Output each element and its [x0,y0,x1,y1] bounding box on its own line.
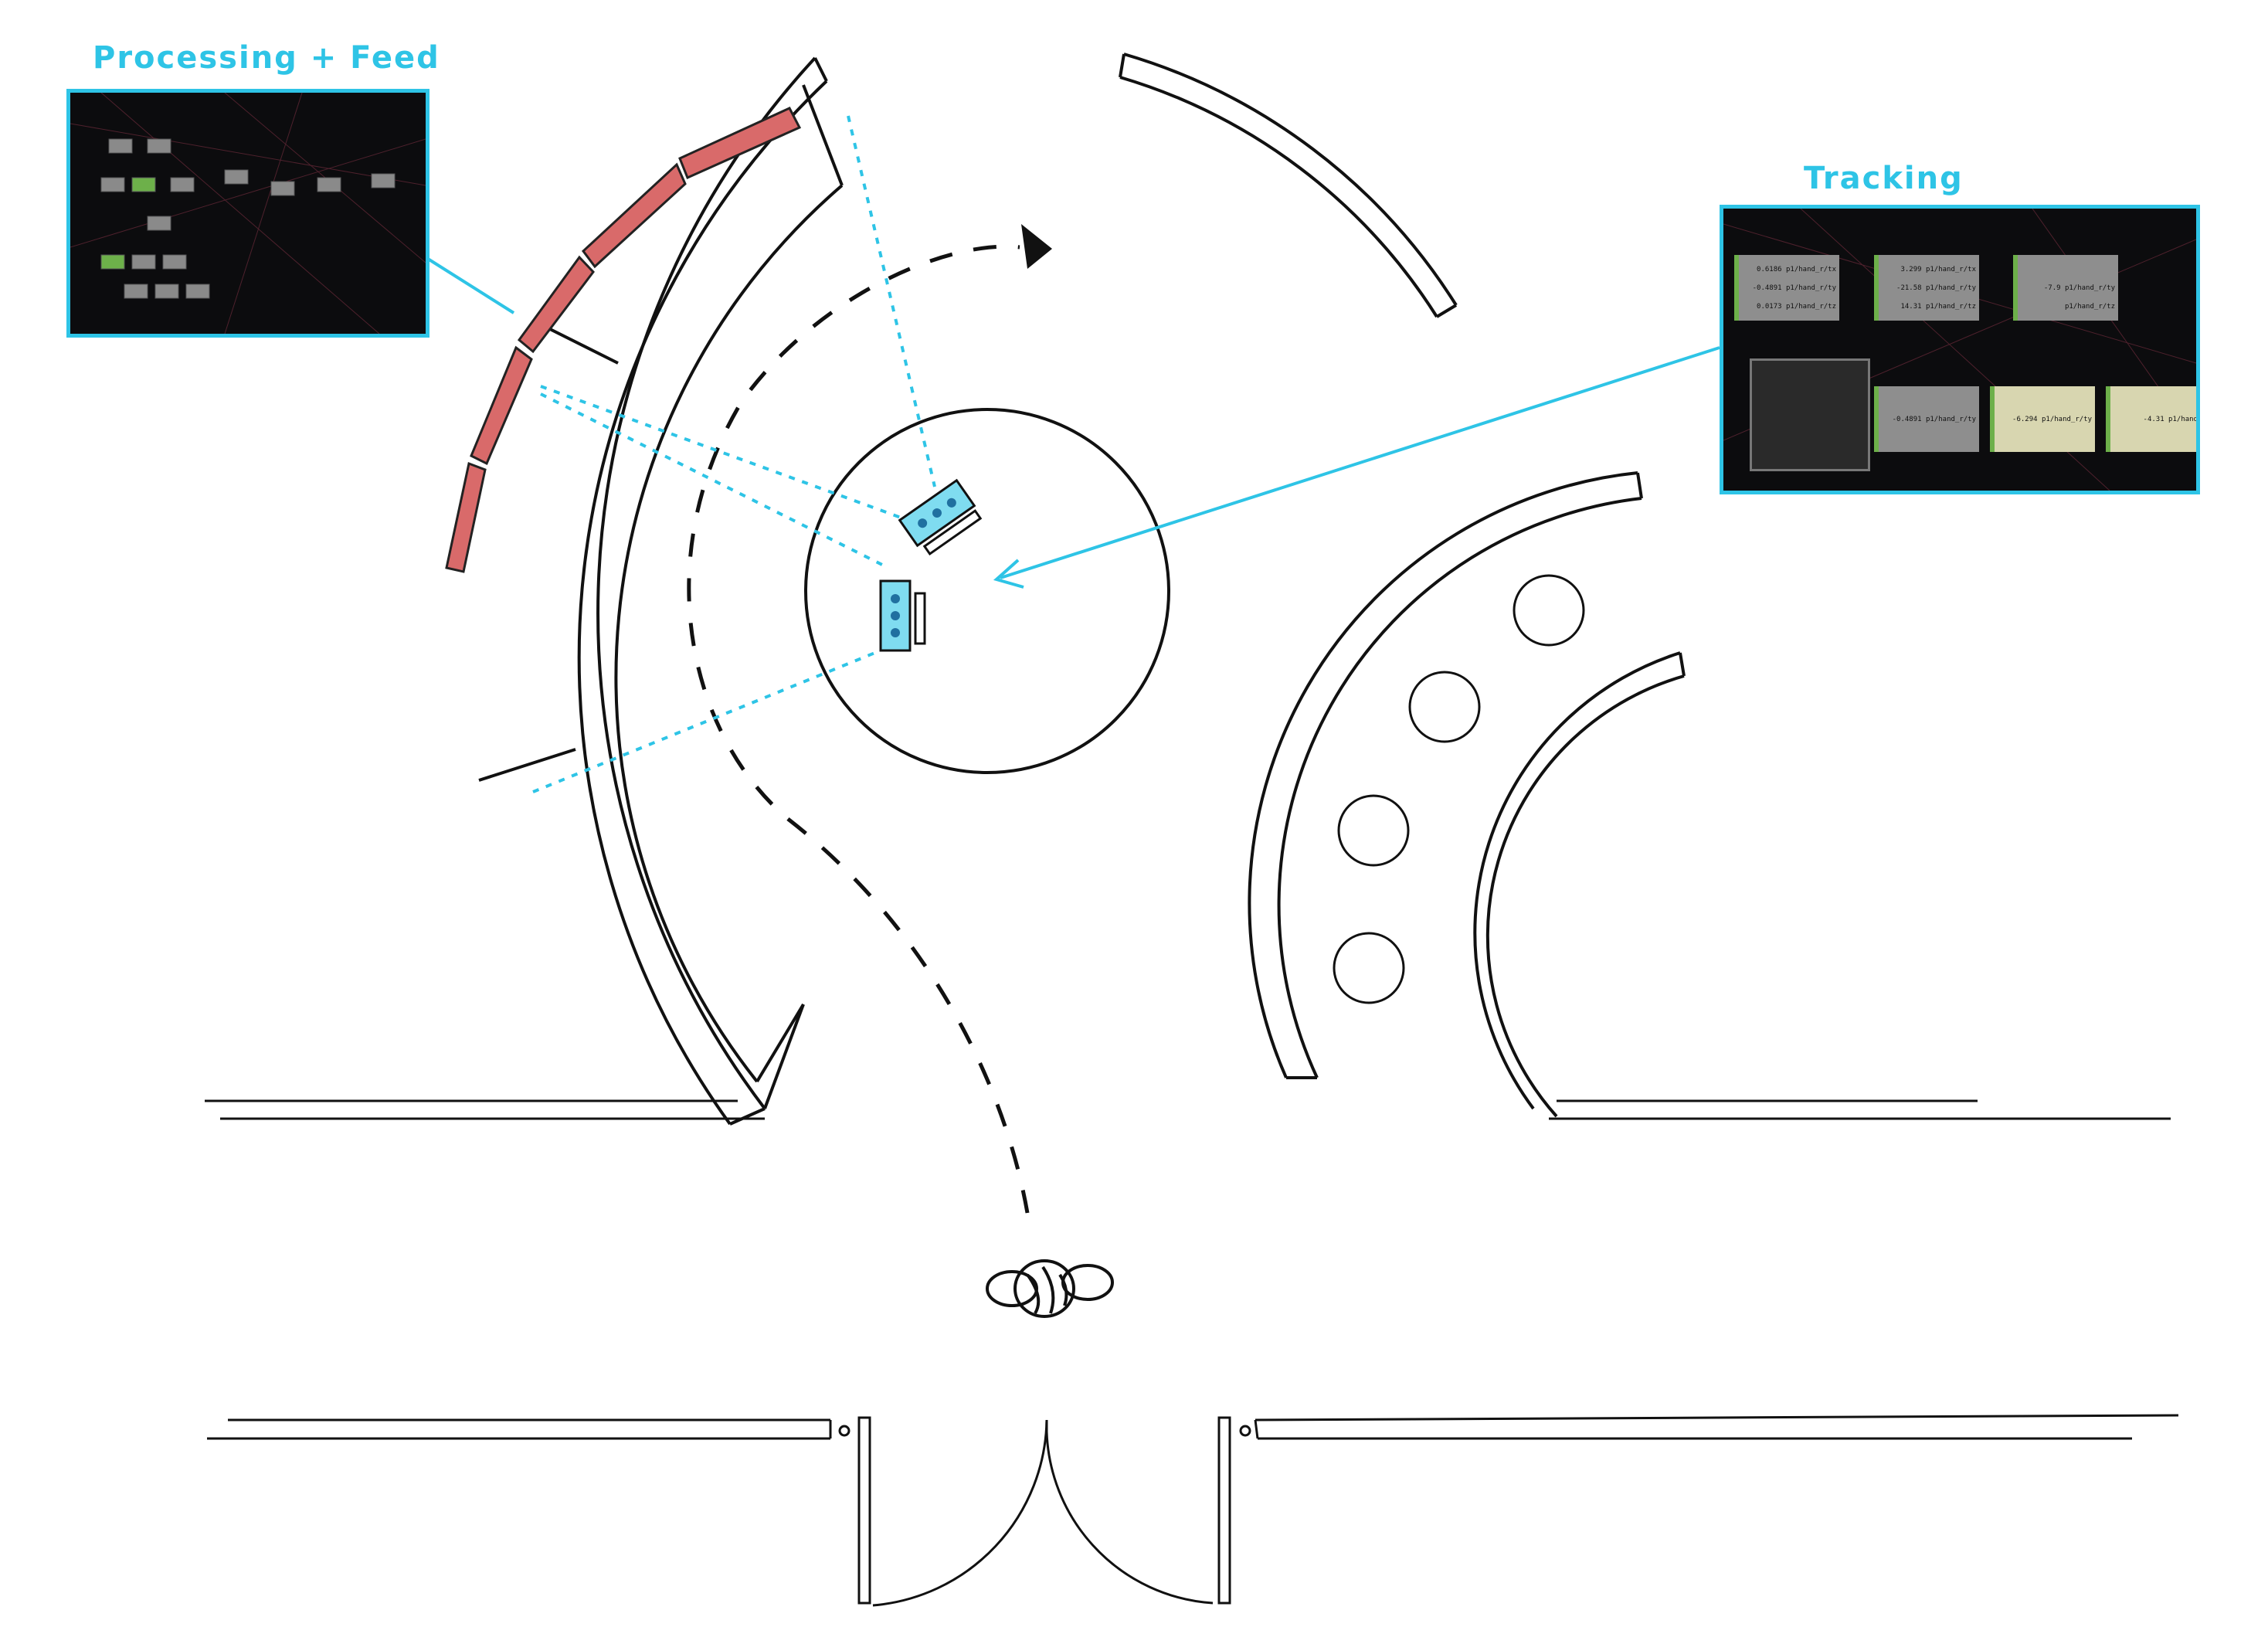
callout-title-tracking: Tracking [1804,161,1964,196]
processing-feed-screenshot [66,89,429,338]
tracking-screenshot: 0.6186 p1/hand_r/tx -0.4891 p1/hand_r/ty… [1720,205,2200,494]
tracking-readout: -21.58 p1/hand_r/ty [1896,284,1976,292]
visitor-path [687,244,1030,1214]
tracking-tile: -6.294 p1/hand_r/ty [1990,386,2095,452]
tracking-tile: -4.31 p1/hand [2106,386,2198,452]
screen-panels [445,107,802,573]
right-lounge-walls [1248,471,1686,1118]
center-platform [804,408,1170,774]
tracking-readout: -6.294 p1/hand_r/ty [2012,416,2092,423]
camera-sensor-icon [898,478,983,556]
callout-connectors [420,253,1720,589]
tracking-readout: -7.9 p1/hand_r/ty [2043,284,2115,292]
tracking-readout: 3.299 p1/hand_r/tx [1900,266,1976,273]
tracking-readout: 0.0173 p1/hand_r/tz [1757,303,1836,311]
left-curved-wall [478,56,844,1126]
lounge-seats [1333,574,1585,1004]
entrance-doors [838,1416,1251,1607]
tracking-tile: -0.4891 p1/hand_r/ty [1874,386,1979,452]
camera-sensor-icon [879,579,926,652]
person-top-view-icon [986,1259,1114,1318]
tracking-readout: 0.6186 p1/hand_r/tx [1757,266,1836,273]
corridor-walls [205,1099,2179,1440]
depth-camera-view [1750,358,1870,471]
tracking-readout: 14.31 p1/hand_r/tz [1900,303,1976,311]
top-right-curved-wall [1119,53,1458,318]
tracking-readout: -0.4891 p1/hand_r/ty [1752,284,1836,292]
tracking-tile: -7.9 p1/hand_r/ty p1/hand_r/tz [2013,255,2118,321]
tracking-readout: p1/hand_r/tz [2064,303,2115,311]
callout-title-processing: Processing + Feed [93,40,440,76]
sensor-sightlines [532,115,936,793]
tracking-readout: -4.31 p1/hand [2143,416,2198,423]
tracking-readout: -0.4891 p1/hand_r/ty [1892,416,1976,423]
tracking-tile: 3.299 p1/hand_r/tx -21.58 p1/hand_r/ty 1… [1874,255,1979,321]
direction-arrow-icon [1021,224,1052,269]
tracking-tile: 0.6186 p1/hand_r/tx -0.4891 p1/hand_r/ty… [1734,255,1839,321]
